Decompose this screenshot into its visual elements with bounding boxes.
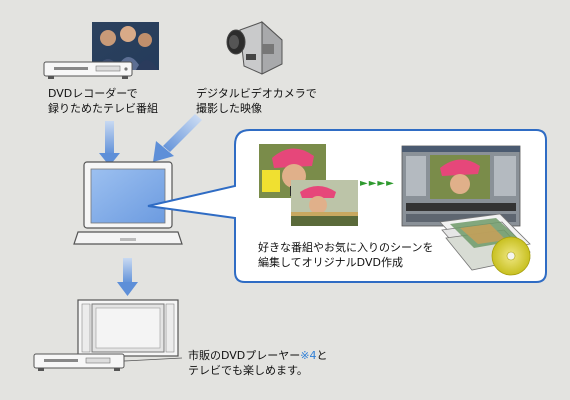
flow-arrow-laptop-to-tv <box>117 258 138 296</box>
playback-leader-line <box>123 357 183 362</box>
recorder-caption: DVDレコーダーで 録りためたテレビ番組 <box>48 86 158 116</box>
recorder-caption-line2: 録りためたテレビ番組 <box>48 102 158 115</box>
playback-caption-suffix: と <box>316 349 328 362</box>
editing-software-window <box>401 145 521 227</box>
tug-of-war-photo <box>291 180 358 226</box>
dvd-player-icon <box>33 353 125 371</box>
laptop-icon <box>73 161 183 245</box>
tv-icon <box>77 299 179 357</box>
camera-caption: デジタルビデオカメラで 撮影した映像 <box>196 86 317 116</box>
video-camera-icon <box>226 20 283 75</box>
playback-caption-line1: 市販のDVDプレーヤー※4と <box>188 348 328 363</box>
playback-caption: 市販のDVDプレーヤー※4と テレビでも楽しめます。 <box>188 348 328 378</box>
playback-footnote-mark: ※4 <box>300 349 317 362</box>
playback-caption-line2: テレビでも楽しめます。 <box>188 364 308 377</box>
camera-caption-line2: 撮影した映像 <box>196 102 262 115</box>
recorder-caption-line1: DVDレコーダーで <box>48 87 138 100</box>
callout-caption: 好きな番組やお気に入りのシーンを 編集してオリジナルDVD作成 <box>258 240 433 270</box>
process-arrows: ►►►► <box>360 178 395 189</box>
flow-arrow-recorder-to-laptop <box>99 121 120 166</box>
callout-caption-line2: 編集してオリジナルDVD作成 <box>258 256 403 269</box>
dvd-recorder-icon <box>43 61 133 79</box>
callout-caption-line1: 好きな番組やお気に入りのシーンを <box>258 241 434 254</box>
dvd-disc-icon <box>491 236 531 276</box>
flow-arrow-camera-to-laptop <box>153 114 202 162</box>
playback-caption-prefix: 市販のDVDプレーヤー <box>188 349 301 362</box>
camera-caption-line1: デジタルビデオカメラで <box>196 87 317 100</box>
